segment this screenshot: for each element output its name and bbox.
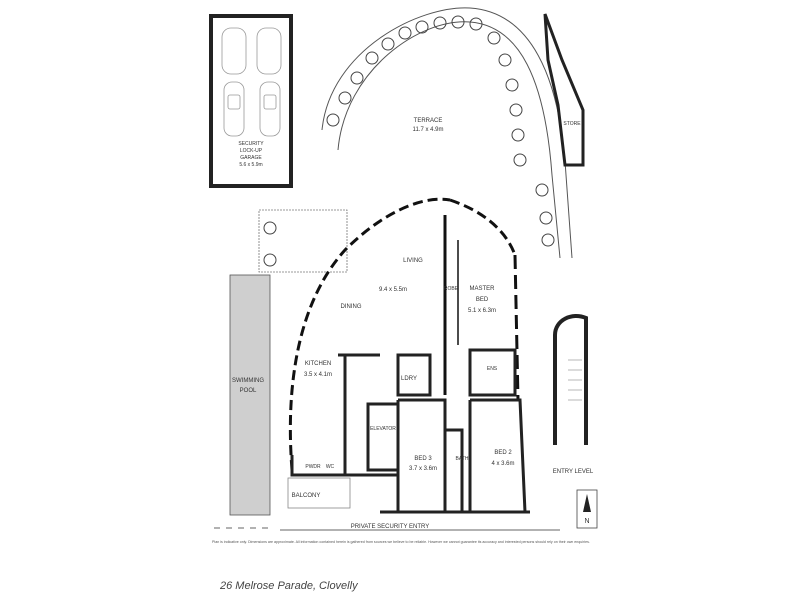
entry-level-label: ENTRY LEVEL — [553, 469, 594, 475]
pwdr-label: PWDR — [305, 464, 321, 470]
master-bed-walls: ROBE — [443, 215, 520, 401]
balcony-label: BALCONY — [292, 493, 321, 499]
kitchen-label: KITCHEN — [305, 361, 331, 367]
private-entry-label: PRIVATE SECURITY ENTRY — [351, 524, 430, 530]
bed3-dims: 3.7 x 3.6m — [409, 466, 437, 472]
robe-label: ROBE — [444, 286, 459, 292]
terrace: TERRACE 11.7 x 4.9m — [321, 7, 573, 259]
kitchen-dims: 3.5 x 4.1m — [304, 372, 332, 378]
wc-label: WC — [326, 464, 335, 470]
bed2-label: BED 2 — [494, 450, 512, 456]
balcony: BALCONY — [287, 477, 351, 509]
store-label: STORE — [563, 121, 581, 127]
garage-label-1: SECURITY — [238, 141, 264, 147]
ens-label: ENS — [487, 366, 498, 372]
bed2-dims: 4 x 3.6m — [491, 461, 514, 467]
bed3-label: BED 3 — [414, 456, 432, 462]
north-label: N — [584, 518, 589, 525]
living-label: LIVING — [403, 258, 423, 264]
living-outer-wall — [288, 197, 517, 471]
property-address: 26 Melrose Parade, Clovelly — [220, 580, 358, 592]
pool-label-1: SWIMMING — [232, 378, 264, 384]
bath-label: BATH — [456, 456, 469, 462]
laundry-label: LDRY — [401, 376, 417, 382]
garage-dims: 5.6 x 5.9m — [239, 162, 262, 168]
garage: SECURITY LOCK-UP GARAGE 5.6 x 5.9m — [209, 14, 293, 188]
disclaimer-text: Plan is indicative only. Dimensions are … — [212, 540, 590, 544]
master-bed-label-1: MASTER — [469, 286, 495, 292]
master-bed-dims: 5.1 x 6.3m — [468, 308, 496, 314]
planter-left — [258, 209, 348, 273]
dining-label: DINING — [341, 304, 362, 310]
pool-label-2: POOL — [240, 388, 257, 394]
entry-level: ENTRY LEVEL — [553, 314, 594, 475]
store: STORE — [543, 13, 585, 167]
living-dims: 9.4 x 5.5m — [379, 287, 407, 293]
garage-label-3: GARAGE — [240, 155, 262, 161]
elevator-label: ELEVATOR — [370, 426, 396, 432]
garage-label-2: LOCK-UP — [240, 148, 263, 154]
terrace-dims: 11.7 x 4.9m — [413, 127, 444, 133]
interior-walls — [290, 348, 530, 514]
master-bed-label-2: BED — [476, 297, 489, 303]
north-arrow-icon: N — [576, 489, 598, 529]
terrace-label: TERRACE — [414, 118, 443, 124]
swimming-pool: SWIMMING POOL — [229, 274, 271, 516]
